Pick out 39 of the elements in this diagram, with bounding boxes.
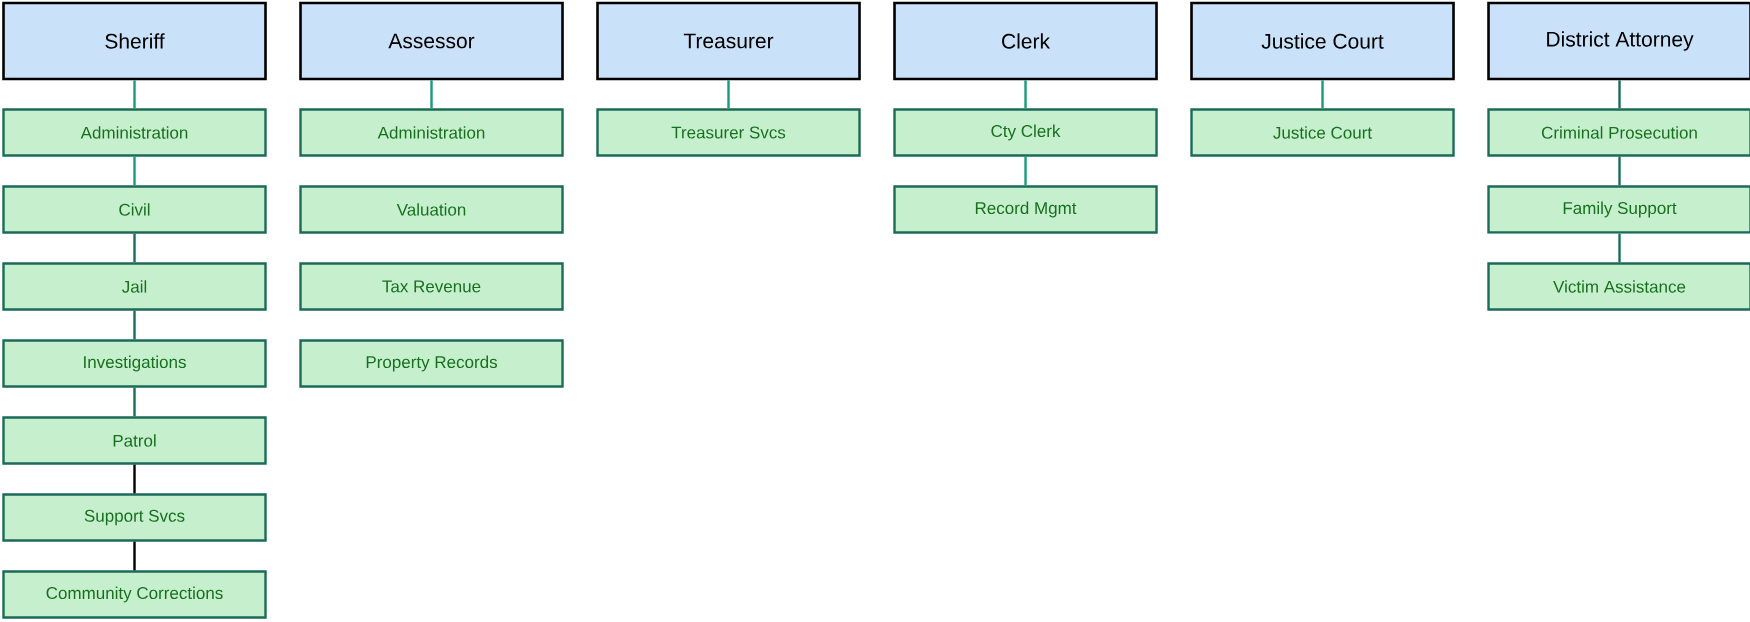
- connector-line: [133, 156, 136, 186]
- department-box: Clerk: [893, 1, 1158, 81]
- unit-box: Investigations: [2, 339, 267, 388]
- department-box: Sheriff: [2, 1, 267, 81]
- connector-line: [1321, 80, 1324, 109]
- connector-line: [727, 80, 730, 109]
- connector-line: [133, 80, 136, 109]
- unit-box: Tax Revenue: [299, 262, 564, 311]
- unit-box: Valuation: [299, 185, 564, 234]
- connector-line: [1024, 80, 1027, 109]
- unit-box: Civil: [2, 185, 267, 234]
- connector-line: [430, 80, 433, 109]
- unit-box: Treasurer Svcs: [596, 108, 861, 157]
- department-box: Treasurer: [596, 1, 861, 81]
- connector-line: [133, 310, 136, 340]
- unit-box: Family Support: [1487, 185, 1750, 234]
- unit-box: Patrol: [2, 416, 267, 465]
- department-box: Assessor: [299, 1, 564, 81]
- unit-box: Cty Clerk: [893, 108, 1158, 157]
- connector-line: [133, 233, 136, 263]
- unit-box: Jail: [2, 262, 267, 311]
- unit-box: Property Records: [299, 339, 564, 388]
- unit-box: Administration: [2, 108, 267, 157]
- unit-box: Justice Court: [1190, 108, 1455, 157]
- unit-box: Criminal Prosecution: [1487, 108, 1750, 157]
- unit-box: Administration: [299, 108, 564, 157]
- connector-line: [1618, 156, 1621, 186]
- unit-box: Victim Assistance: [1487, 262, 1750, 311]
- connector-line: [133, 387, 136, 417]
- connector-line: [133, 464, 136, 494]
- connector-line: [133, 541, 136, 571]
- connector-line: [1618, 80, 1621, 109]
- unit-box: Record Mgmt: [893, 185, 1158, 234]
- unit-box: Support Svcs: [2, 493, 267, 542]
- unit-box: Community Corrections: [2, 570, 267, 619]
- department-box: Justice Court: [1190, 1, 1455, 81]
- connector-line: [1618, 233, 1621, 263]
- connector-line: [1024, 156, 1027, 186]
- department-box: District Attorney: [1487, 1, 1750, 81]
